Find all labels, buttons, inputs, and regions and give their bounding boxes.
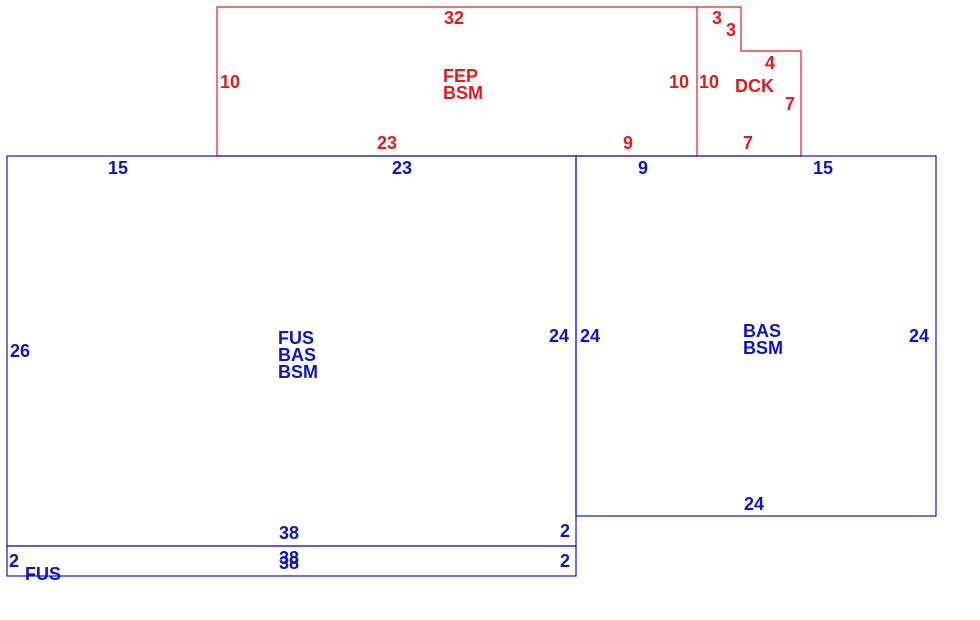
strip-left-dimension: 2 [9, 551, 19, 571]
right-left-dimension: 24 [580, 326, 600, 346]
main-right-dimension: 24 [549, 326, 569, 346]
strip-top-dimension-a: 38 [279, 548, 299, 568]
right-top-dimension-a: 9 [638, 158, 648, 178]
main-left-dimension: 26 [10, 341, 30, 361]
right-area-outline [575, 155, 937, 517]
dck-step-dimension: 4 [765, 53, 775, 73]
fep-bottom-dimension-b: 9 [623, 133, 633, 153]
right-bottom-dimension: 24 [744, 494, 764, 514]
main-top-dimension-a: 15 [108, 158, 128, 178]
strip-area-outline [6, 545, 577, 577]
fep-right-dimension: 10 [669, 72, 689, 92]
dck-right-dimension: 7 [785, 94, 795, 114]
strip-area-label: FUS [25, 564, 61, 584]
main-top-dimension-b: 23 [392, 158, 412, 178]
strip-top-dimension-b: 38 [279, 553, 299, 573]
main-bottom-dimension: 38 [279, 523, 299, 543]
dck-area-label: DCK [735, 76, 774, 96]
right-area-label-line1: BAS [743, 321, 781, 341]
fep-bottom-dimension-a: 23 [377, 133, 397, 153]
strip-right-dimension: 2 [560, 551, 570, 571]
main-area-label-line3: BSM [278, 362, 318, 382]
fep-area-label-line1: FEP [443, 66, 478, 86]
dck-bottom-dimension: 7 [743, 133, 753, 153]
right-area-label-line2: BSM [743, 338, 783, 358]
fep-top-dimension: 32 [444, 8, 464, 28]
dck-top-dimension-a: 3 [712, 8, 722, 28]
dck-left-dimension: 10 [699, 72, 719, 92]
fep-area-label-line2: BSM [443, 83, 483, 103]
blue-outline-group [6, 155, 937, 577]
right-top-dimension-b: 15 [813, 158, 833, 178]
main-bottom-right-dimension: 2 [560, 521, 570, 541]
dck-top-dimension-b: 3 [726, 20, 736, 40]
red-label-group: 32 10 10 23 9 FEP BSM 3 3 4 10 7 7 DCK [220, 8, 795, 153]
blue-label-group: 15 23 26 24 38 2 FUS BAS BSM 9 15 24 24 … [9, 158, 929, 584]
right-right-dimension: 24 [909, 326, 929, 346]
main-area-label-line2: BAS [278, 345, 316, 365]
fep-left-dimension: 10 [220, 72, 240, 92]
fep-outline [216, 6, 698, 156]
main-area-label-line1: FUS [278, 328, 314, 348]
